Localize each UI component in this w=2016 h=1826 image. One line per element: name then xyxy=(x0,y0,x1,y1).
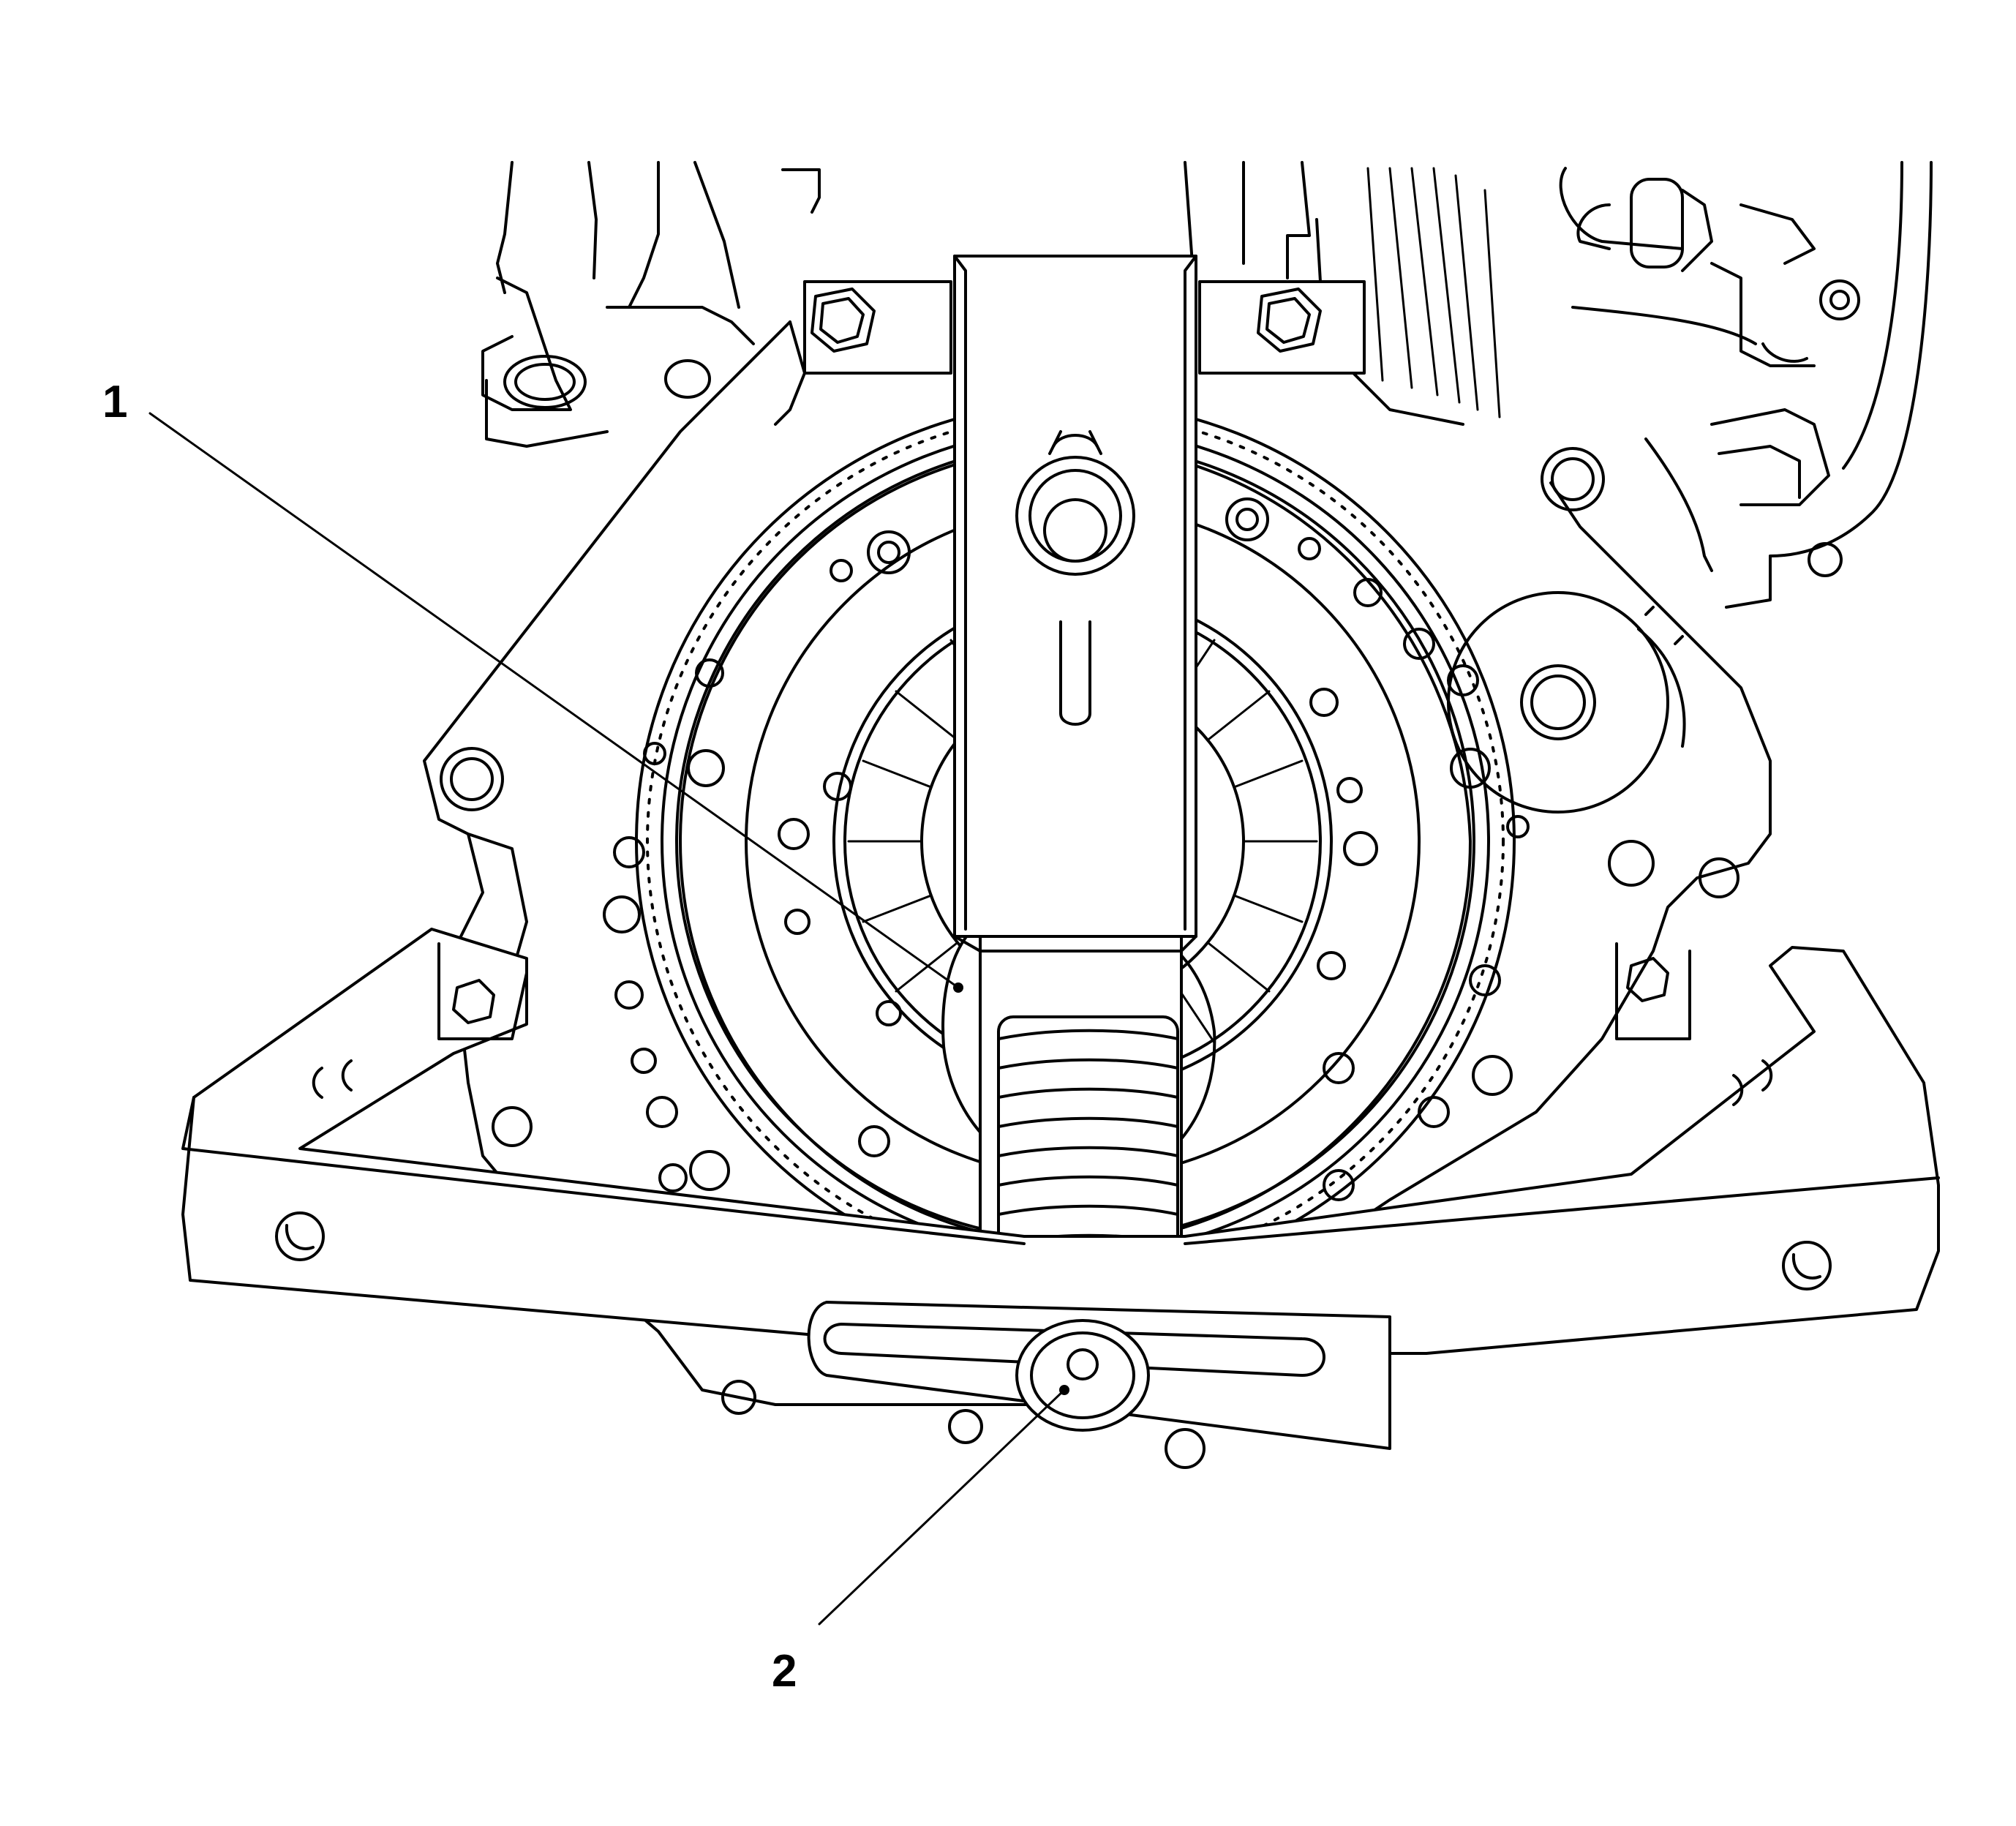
starter-area xyxy=(1447,591,1686,814)
slotted-adjuster-plate xyxy=(807,1301,1391,1450)
callout-label-1: 1 xyxy=(102,377,127,427)
engine-block-background xyxy=(481,161,1933,609)
callout-1: 1 xyxy=(102,377,963,993)
holding-bracket xyxy=(803,280,1366,375)
flywheel-holes xyxy=(603,497,1530,1270)
callout-label-2: 2 xyxy=(772,1646,797,1697)
callout-2: 2 xyxy=(772,1385,1069,1697)
